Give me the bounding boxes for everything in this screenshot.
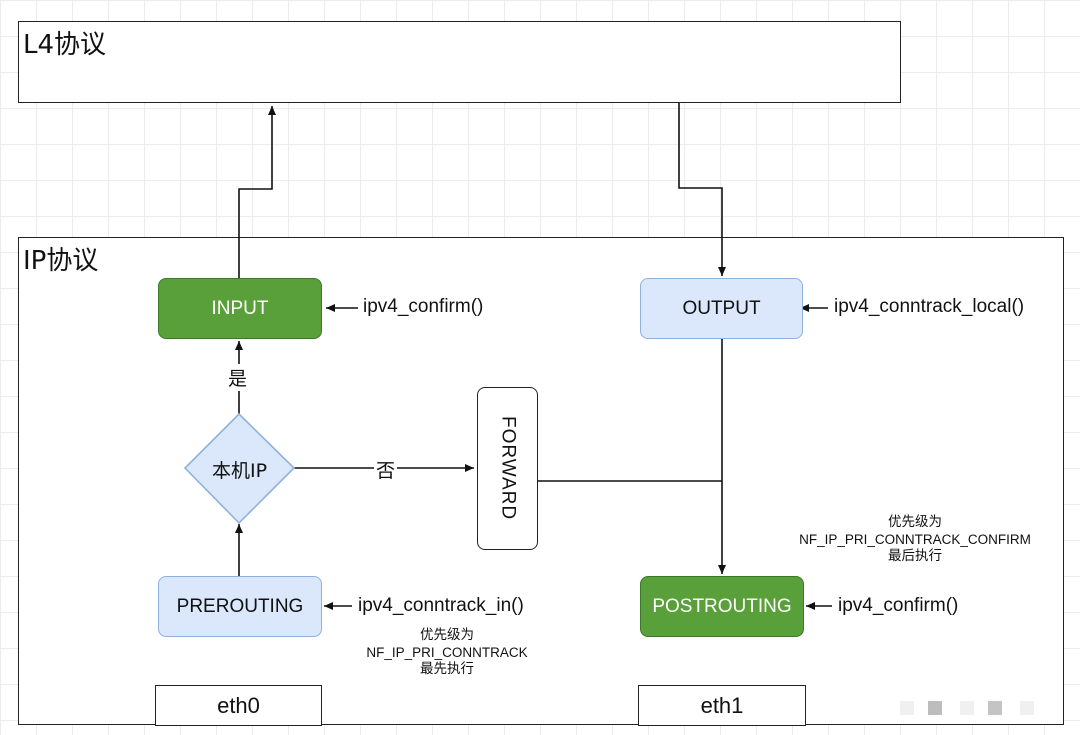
output-node: OUTPUT bbox=[640, 278, 803, 339]
hook-postrouting-label: ipv4_confirm() bbox=[838, 595, 959, 616]
decision-diamond bbox=[183, 412, 296, 525]
input-node: INPUT bbox=[158, 278, 322, 339]
prerouting-note-line2: NF_IP_PRI_CONNTRACK bbox=[366, 645, 528, 660]
ip-protocol-label: IP协议 bbox=[23, 246, 99, 276]
hook-prerouting-label: ipv4_conntrack_in() bbox=[358, 595, 524, 616]
postrouting-note-line3: 最后执行 bbox=[888, 548, 942, 564]
watermark-square-4 bbox=[988, 701, 1002, 715]
l4-protocol-label: L4协议 bbox=[23, 30, 107, 60]
eth1-label: eth1 bbox=[700, 692, 744, 718]
watermark-square-3 bbox=[960, 701, 974, 715]
prerouting-node: PREROUTING bbox=[158, 576, 322, 637]
yes-label: 是 bbox=[228, 364, 248, 391]
hook-output-label: ipv4_conntrack_local() bbox=[834, 296, 1025, 317]
edge-l4-to-output bbox=[678, 103, 726, 276]
watermark-square-1 bbox=[900, 701, 914, 715]
no-label: 否 bbox=[374, 456, 398, 483]
output-node-label: OUTPUT bbox=[682, 297, 761, 319]
forward-node: FORWARD bbox=[477, 387, 538, 550]
edge-input-to-l4 bbox=[238, 106, 276, 279]
prerouting-node-label: PREROUTING bbox=[176, 595, 304, 617]
l4-protocol-box: L4协议 bbox=[18, 21, 901, 103]
eth0-label: eth0 bbox=[217, 692, 260, 718]
prerouting-note-line3: 最先执行 bbox=[420, 661, 474, 677]
input-node-label: INPUT bbox=[211, 297, 269, 319]
hook-input-label: ipv4_confirm() bbox=[363, 296, 484, 317]
watermark-square-5 bbox=[1020, 701, 1034, 715]
eth1-interface: eth1 bbox=[638, 685, 806, 726]
postrouting-note-line1: 优先级为 bbox=[888, 514, 942, 530]
postrouting-note-line2: NF_IP_PRI_CONNTRACK_CONFIRM bbox=[799, 532, 1031, 547]
watermark-square-2 bbox=[928, 701, 942, 715]
postrouting-node-label: POSTROUTING bbox=[652, 595, 792, 617]
postrouting-priority-note: 优先级为 NF_IP_PRI_CONNTRACK_CONFIRM 最后执行 bbox=[770, 514, 1060, 565]
eth0-interface: eth0 bbox=[155, 685, 322, 726]
decision-label: 本机IP bbox=[211, 460, 268, 482]
prerouting-priority-note: 优先级为 NF_IP_PRI_CONNTRACK 最先执行 bbox=[340, 627, 554, 678]
postrouting-node: POSTROUTING bbox=[640, 576, 804, 637]
forward-node-label: FORWARD bbox=[497, 416, 519, 521]
prerouting-note-line1: 优先级为 bbox=[420, 627, 474, 643]
